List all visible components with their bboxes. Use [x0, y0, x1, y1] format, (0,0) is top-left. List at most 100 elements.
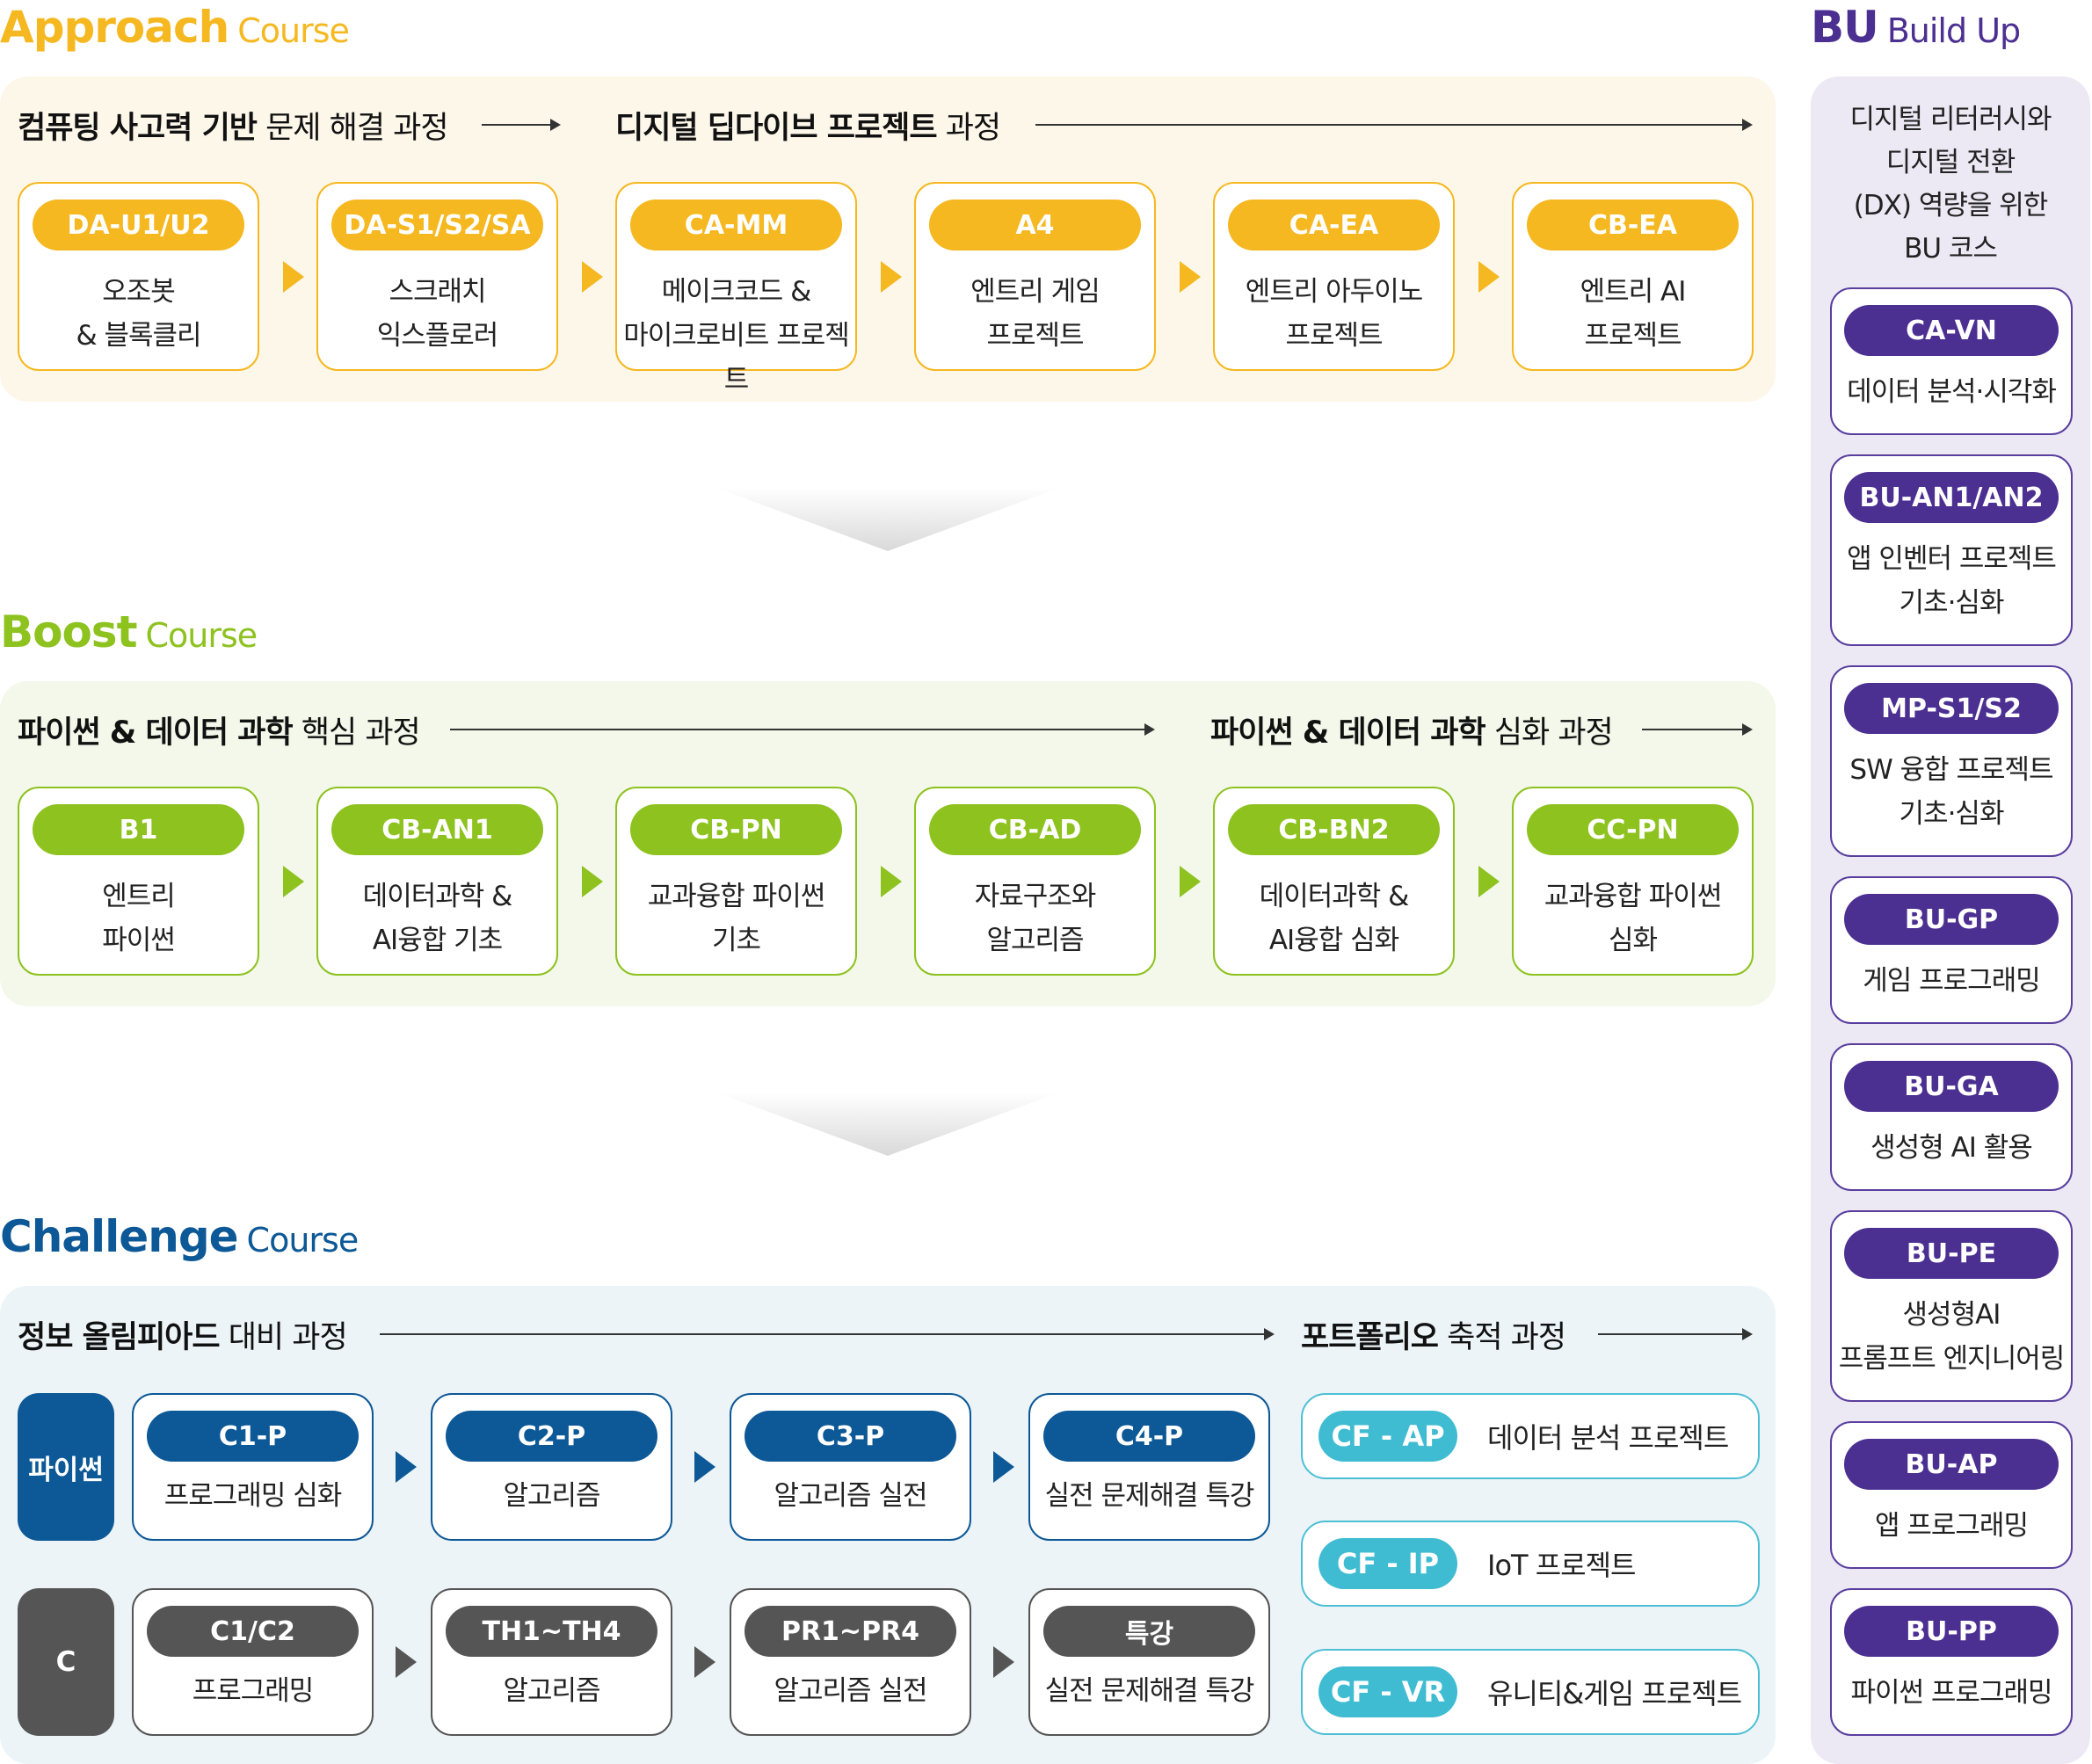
challenge-card-text: 실전 문제해결 특강	[1044, 1480, 1255, 1512]
portfolio-card-code: CF - VR	[1318, 1666, 1457, 1717]
boost-card-text: 교과융합 파이썬 기초	[647, 881, 826, 956]
challenge-c-card-3[interactable]: PR1~PR4 알고리즘 실전	[730, 1588, 971, 1736]
approach-track1-arrow	[482, 119, 561, 131]
right-triangle-arrow-icon	[993, 1451, 1014, 1483]
boost-track2-rest: 심화 과정	[1485, 715, 1614, 751]
right-triangle-arrow-icon	[1180, 261, 1201, 293]
challenge-card-code: C2-P	[446, 1411, 657, 1462]
challenge-card-code: PR1~PR4	[745, 1606, 956, 1657]
buildup-card-text: 생성형 AI 활용	[1870, 1132, 2033, 1164]
down-chevron-arrow	[716, 488, 1059, 551]
boost-track2-bold: 파이썬 & 데이터 과학	[1210, 715, 1486, 751]
approach-card-code: A4	[929, 200, 1141, 250]
right-triangle-arrow-icon	[1478, 261, 1500, 293]
boost-track1-label: 파이썬 & 데이터 과학 핵심 과정	[18, 708, 421, 752]
approach-track2-arrow	[1035, 119, 1753, 131]
approach-track1-rest: 문제 해결 과정	[256, 111, 448, 146]
portfolio-card-3[interactable]: CF - VR 유니티&게임 프로젝트	[1301, 1649, 1760, 1735]
boost-card-code: CB-BN2	[1228, 804, 1440, 855]
challenge-track2-arrow	[1598, 1328, 1753, 1340]
approach-card-2[interactable]: DA-S1/S2/SA 스크래치 익스플로러	[316, 182, 558, 371]
portfolio-card-2[interactable]: CF - IP IoT 프로젝트	[1301, 1521, 1760, 1607]
challenge-track2-label: 포트폴리오 축적 과정	[1301, 1312, 1566, 1357]
boost-card-text: 엔트리 파이썬	[102, 881, 176, 956]
challenge-card-code: 특강	[1043, 1606, 1255, 1657]
approach-card-1[interactable]: DA-U1/U2 오조봇 & 블록클리	[18, 182, 259, 371]
challenge-track1-label: 정보 올림피아드 대비 과정	[18, 1312, 348, 1357]
challenge-card-code: C1/C2	[147, 1606, 359, 1657]
portfolio-card-text: 유니티&게임 프로젝트	[1487, 1677, 1742, 1710]
buildup-card-code: BU-AP	[1844, 1439, 2059, 1490]
boost-card-code: CB-AN1	[331, 804, 543, 855]
approach-card-text: 오조봇 & 블록클리	[76, 276, 201, 352]
approach-card-code: DA-U1/U2	[33, 200, 244, 250]
approach-title-main: Approach	[0, 2, 229, 53]
boost-track1-arrow	[450, 723, 1155, 736]
challenge-card-text: 알고리즘 실전	[774, 1675, 928, 1707]
buildup-card-code: BU-GA	[1844, 1061, 2059, 1112]
buildup-card-code: BU-AN1/AN2	[1844, 472, 2059, 523]
portfolio-card-code: CF - IP	[1318, 1538, 1457, 1589]
boost-title-main: Boost	[0, 606, 137, 657]
buildup-card-text: 파이썬 프로그래밍	[1850, 1677, 2052, 1709]
boost-card-5[interactable]: CB-BN2 데이터과학 & AI융합 심화	[1213, 787, 1455, 976]
buildup-card-1[interactable]: CA-VN 데이터 분석·시각화	[1830, 287, 2073, 435]
challenge-card-code: C1-P	[147, 1411, 359, 1462]
portfolio-card-text: IoT 프로젝트	[1487, 1549, 1636, 1582]
boost-card-text: 데이터과학 & AI융합 기초	[362, 881, 513, 956]
approach-card-code: DA-S1/S2/SA	[331, 200, 543, 250]
buildup-card-text: SW 융합 프로젝트 기초·심화	[1849, 754, 2053, 830]
buildup-card-5[interactable]: BU-GA 생성형 AI 활용	[1830, 1043, 2073, 1191]
approach-card-text: 엔트리 아두이노 프로젝트	[1245, 276, 1424, 352]
buildup-title-main: BU	[1811, 2, 1879, 53]
boost-card-1[interactable]: B1 엔트리 파이썬	[18, 787, 259, 976]
buildup-card-text: 생성형AI 프롬프트 엔지니어링	[1838, 1299, 2066, 1375]
approach-card-code: CB-EA	[1527, 200, 1739, 250]
buildup-card-code: CA-VN	[1844, 305, 2059, 356]
boost-band	[0, 681, 1776, 1006]
challenge-track2-bold: 포트폴리오	[1301, 1320, 1439, 1355]
boost-card-code: CB-AD	[929, 804, 1141, 855]
boost-card-code: B1	[33, 804, 244, 855]
boost-track1-bold: 파이썬 & 데이터 과학	[18, 715, 294, 751]
challenge-card-code: TH1~TH4	[446, 1606, 657, 1657]
challenge-card-text: 알고리즘 실전	[774, 1480, 928, 1512]
python-language-box: 파이썬	[18, 1393, 114, 1541]
boost-card-text: 데이터과학 & AI융합 심화	[1259, 881, 1410, 956]
approach-card-code: CA-MM	[630, 200, 842, 250]
buildup-card-text: 데이터 분석·시각화	[1847, 376, 2057, 408]
challenge-card-code: C3-P	[745, 1411, 956, 1462]
challenge-track1-rest: 대비 과정	[219, 1320, 348, 1355]
challenge-python-card-3[interactable]: C3-P 알고리즘 실전	[730, 1393, 971, 1541]
boost-card-2[interactable]: CB-AN1 데이터과학 & AI융합 기초	[316, 787, 558, 976]
challenge-track2-rest: 축적 과정	[1438, 1320, 1566, 1355]
approach-track2-rest: 과정	[936, 111, 1001, 146]
approach-card-text: 스크래치 익스플로러	[376, 276, 499, 352]
approach-track1-label: 컴퓨팅 사고력 기반 문제 해결 과정	[18, 103, 449, 148]
c-language-box: C	[18, 1588, 114, 1736]
